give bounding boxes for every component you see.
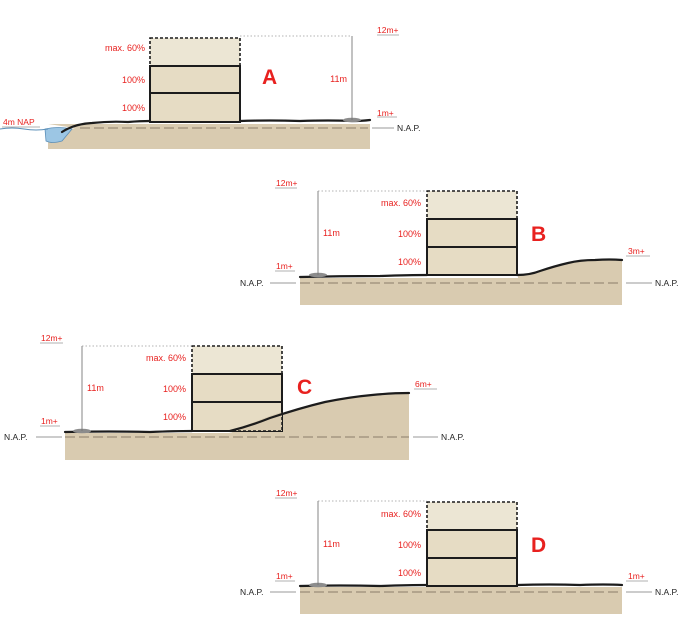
slope-fill-b xyxy=(518,260,622,279)
label-ground-level-a: 1m+ xyxy=(377,108,394,118)
section-b: max. 60% 100% 100% B 11m 12m+ 1m+ 3m+ N.… xyxy=(240,178,678,305)
label-100-upper-c: 100% xyxy=(163,384,186,394)
upper-floor-max-d xyxy=(426,501,518,531)
water-line xyxy=(0,127,49,131)
label-100-lower-b: 100% xyxy=(398,257,421,267)
label-nap-left-c: N.A.P. xyxy=(4,432,27,442)
label-nap-left-b: N.A.P. xyxy=(240,278,263,288)
label-nap-a: N.A.P. xyxy=(397,123,420,133)
label-max-a: max. 60% xyxy=(105,43,145,53)
label-height-d: 11m xyxy=(323,539,340,549)
floor-1-a xyxy=(149,92,241,123)
floor-1-b xyxy=(426,246,518,276)
upper-floor-max-c xyxy=(191,345,283,375)
ground-block-b xyxy=(300,278,622,305)
section-letter-a: A xyxy=(262,66,277,89)
soil-against-building-c xyxy=(230,412,282,431)
label-100-upper-d: 100% xyxy=(398,540,421,550)
ground-surface-a xyxy=(60,118,372,134)
label-100-upper-b: 100% xyxy=(398,229,421,239)
label-max-d: max. 60% xyxy=(381,509,421,519)
label-ground-level-c: 1m+ xyxy=(41,416,58,426)
section-d: max. 60% 100% 100% D 11m 12m+ 1m+ 1m+ N.… xyxy=(240,488,678,614)
label-top-level-d: 12m+ xyxy=(276,488,298,498)
label-100-lower-d: 100% xyxy=(398,568,421,578)
label-ground-level-b: 1m+ xyxy=(276,261,293,271)
floor-2-b xyxy=(426,218,518,248)
label-100-upper-a: 100% xyxy=(122,75,145,85)
upper-floor-max-a xyxy=(149,37,241,67)
label-right-level-b: 3m+ xyxy=(628,246,645,256)
floor-2-c xyxy=(191,373,283,403)
label-nap-right-c: N.A.P. xyxy=(441,432,464,442)
label-100-lower-a: 100% xyxy=(122,103,145,113)
label-nap-right-b: N.A.P. xyxy=(655,278,678,288)
label-nap-left-d: N.A.P. xyxy=(240,587,263,597)
label-top-level-a: 12m+ xyxy=(377,25,399,35)
label-100-lower-c: 100% xyxy=(163,412,186,422)
floor-1-d xyxy=(426,557,518,587)
section-letter-c: C xyxy=(297,376,312,399)
buried-floor-outline-c xyxy=(191,401,283,432)
section-c: max. 60% 100% 100% C 11m 12m+ 1m+ 6m+ N.… xyxy=(4,333,464,460)
label-max-c: max. 60% xyxy=(146,353,186,363)
label-height-b: 11m xyxy=(323,228,340,238)
upper-floor-max-b xyxy=(426,190,518,220)
floor-2-d xyxy=(426,529,518,559)
label-height-a: 11m xyxy=(330,74,347,84)
section-letter-d: D xyxy=(531,534,546,557)
ground-block-d xyxy=(300,587,622,614)
label-right-level-d: 1m+ xyxy=(628,571,645,581)
label-max-b: max. 60% xyxy=(381,198,421,208)
label-height-c: 11m xyxy=(87,383,104,393)
label-ground-level-d: 1m+ xyxy=(276,571,293,581)
label-right-level-c: 6m+ xyxy=(415,379,432,389)
label-top-level-b: 12m+ xyxy=(276,178,298,188)
section-letter-b: B xyxy=(531,223,546,246)
label-top-level-c: 12m+ xyxy=(41,333,63,343)
section-a: max. 60% 100% 100% A 11m 12m+ 1m+ 4m NAP… xyxy=(0,25,420,149)
label-water-level-a: 4m NAP xyxy=(3,117,35,127)
floor-2-a xyxy=(149,65,241,94)
label-nap-right-d: N.A.P. xyxy=(655,587,678,597)
